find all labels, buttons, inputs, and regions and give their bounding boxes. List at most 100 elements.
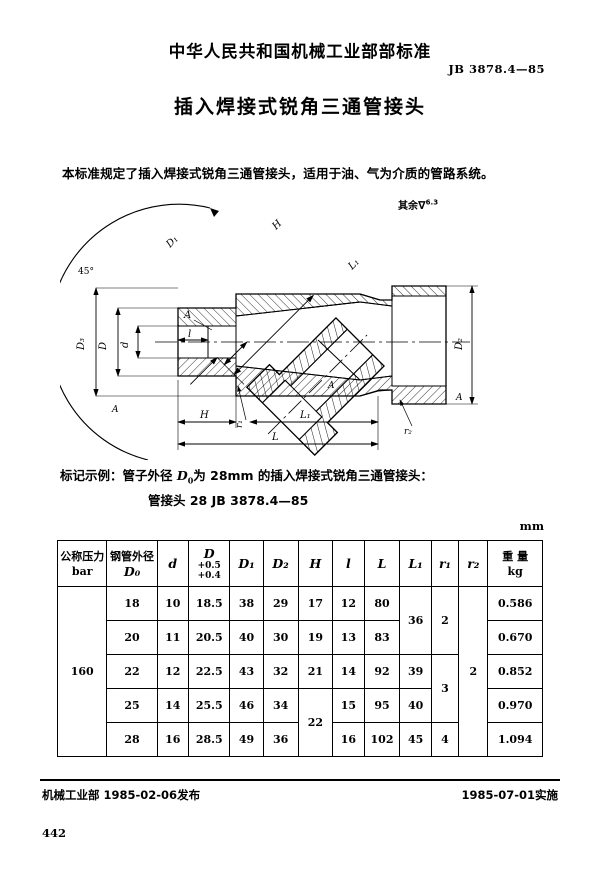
cell-L1: 45 <box>399 722 432 757</box>
col-header-D1: D₁ <box>229 540 264 587</box>
drawing-label-H-branch: H <box>270 218 285 233</box>
col-header-D2: D₂ <box>262 540 299 587</box>
footer-issue-date: 机械工业部 1985-02-06发布 <box>42 788 201 802</box>
cell-D0: 20 <box>106 620 158 655</box>
cell-weight: 1.094 <box>487 722 543 757</box>
drawing-label-r2: r₂ <box>404 427 412 437</box>
col-header-D: D +0.5+0.4 <box>187 540 231 587</box>
marking-example-line2: 管接头 28 JB 3878.4—85 <box>148 492 309 508</box>
cell-r2: 2 <box>458 586 489 757</box>
drawing-label-A-callout: A <box>183 310 191 321</box>
cell-D: 18.5 <box>187 586 231 621</box>
cell-L1: 39 <box>399 654 432 689</box>
surface-note-value: 6.3 <box>425 198 439 207</box>
cell-L: 92 <box>363 654 401 689</box>
drawing-label-d: d <box>120 342 131 348</box>
cell-D: 20.5 <box>187 620 231 655</box>
cell-H: 21 <box>297 654 334 689</box>
marking-symbol-D0: D0 <box>176 468 194 486</box>
spec-table-body: 160 18 10 18.5 38 29 17 12 80 36 2 2 0.5… <box>56 586 543 757</box>
cell-weight: 0.670 <box>487 620 543 655</box>
cell-D2: 29 <box>262 586 299 621</box>
cell-L1: 40 <box>399 688 432 723</box>
technical-drawing: 45° <box>60 190 540 460</box>
cell-D1: 43 <box>229 654 264 689</box>
cell-L: 102 <box>363 722 401 757</box>
page-header-issuer: 中华人民共和国机械工业部部标准 <box>168 42 432 61</box>
cell-L1: 36 <box>399 586 432 655</box>
marking-prefix: 标记示例：管子外径 <box>60 468 177 483</box>
table-row: 160 18 10 18.5 38 29 17 12 80 36 2 2 0.5… <box>56 586 543 757</box>
cell-D0: 18 <box>106 586 158 621</box>
drawing-label-D2: D₂ <box>454 338 465 351</box>
cell-D2: 32 <box>262 654 299 689</box>
col-header-pn: 公称压力 bar <box>56 540 108 587</box>
cell-D0: 25 <box>106 688 158 723</box>
marking-example-line1: 标记示例：管子外径 D0为 28mm 的插入焊接式锐角三通管接头： <box>60 466 433 491</box>
cell-L: 80 <box>363 586 401 621</box>
cell-weight: 0.852 <box>487 654 543 689</box>
surface-roughness-icon: ∇ <box>418 199 426 212</box>
cell-D2: 34 <box>262 688 299 723</box>
table-row: 28 16 28.5 49 36 16 102 45 4 1.094 <box>58 722 543 757</box>
cell-D0: 22 <box>106 654 158 689</box>
cell-weight: 0.586 <box>487 586 543 621</box>
footer-effective-date: 1985-07-01实施 <box>461 788 558 802</box>
drawing-label-L1: L₁ <box>299 410 311 421</box>
cell-weight: 0.970 <box>487 688 543 723</box>
col-header-l: l <box>332 540 365 587</box>
table-unit-label: mm <box>519 519 544 533</box>
drawing-angle-label: 45° <box>78 267 94 277</box>
col-header-L: L <box>363 540 401 587</box>
drawing-label-L1-branch: L₁ <box>346 257 362 273</box>
cell-D: 25.5 <box>187 688 231 723</box>
col-header-L1: L₁ <box>399 540 432 587</box>
cell-D: 22.5 <box>187 654 231 689</box>
drawing-label-l: l <box>188 329 191 340</box>
col-header-weight: 重 量 kg <box>487 540 543 587</box>
cell-r1: 2 <box>430 586 460 655</box>
cell-d: 10 <box>156 586 189 621</box>
drawing-label-D: D <box>98 342 109 351</box>
cell-D1: 46 <box>229 688 264 723</box>
cell-L: 95 <box>363 688 401 723</box>
footer-divider <box>40 779 560 781</box>
standard-number: JB 3878.4—85 <box>448 62 545 76</box>
drawing-label-H: H <box>199 410 209 421</box>
col-header-r2: r₂ <box>458 540 489 587</box>
col-header-D-tolerance: +0.5+0.4 <box>197 560 221 581</box>
cell-H: 19 <box>297 620 334 655</box>
cell-D2: 30 <box>262 620 299 655</box>
spec-table-head: 公称压力 bar 钢管外径 D₀ d D +0.5+0.4 <box>56 540 543 587</box>
drawing-mark-A-1: A <box>111 405 119 415</box>
marking-example: 标记示例：管子外径 D0为 28mm 的插入焊接式锐角三通管接头： 管接头 28… <box>60 466 433 511</box>
col-header-r1: r₁ <box>430 540 460 587</box>
page-title: 插入焊接式锐角三通管接头 <box>173 96 426 118</box>
drawing-mark-A-2: A <box>327 381 335 391</box>
intro-paragraph: 本标准规定了插入焊接式锐角三通管接头，适用于油、气为介质的管路系统。 <box>62 166 494 181</box>
cell-l: 15 <box>332 688 365 723</box>
surface-note-label: 其余 <box>398 201 418 212</box>
cell-l: 12 <box>332 586 365 621</box>
cell-r1: 3 <box>430 654 460 723</box>
spec-table: 公称压力 bar 钢管外径 D₀ d D +0.5+0.4 <box>56 540 543 757</box>
drawing-label-D1: D₁ <box>164 234 181 251</box>
cell-D: 28.5 <box>187 722 231 757</box>
table-row: 22 12 22.5 43 32 21 14 92 39 3 0.852 <box>58 654 543 723</box>
table-header-row: 公称压力 bar 钢管外径 D₀ d D +0.5+0.4 <box>56 540 543 587</box>
drawing-label-L: L <box>271 432 279 443</box>
cell-D2: 36 <box>262 722 299 757</box>
cell-l: 16 <box>332 722 365 757</box>
surface-roughness-note: 其余∇6.3 <box>398 197 438 212</box>
spec-table-wrapper: 公称压力 bar 钢管外径 D₀ d D +0.5+0.4 <box>56 540 543 757</box>
drawing-mark-A-3: A <box>455 393 463 403</box>
cell-d: 16 <box>156 722 189 757</box>
cell-nominal-pressure: 160 <box>56 586 108 757</box>
col-header-H: H <box>297 540 334 587</box>
cell-D1: 49 <box>229 722 264 757</box>
cell-l: 13 <box>332 620 365 655</box>
cell-L: 83 <box>363 620 401 655</box>
col-header-d: d <box>156 540 189 587</box>
cell-r1: 4 <box>430 722 460 757</box>
